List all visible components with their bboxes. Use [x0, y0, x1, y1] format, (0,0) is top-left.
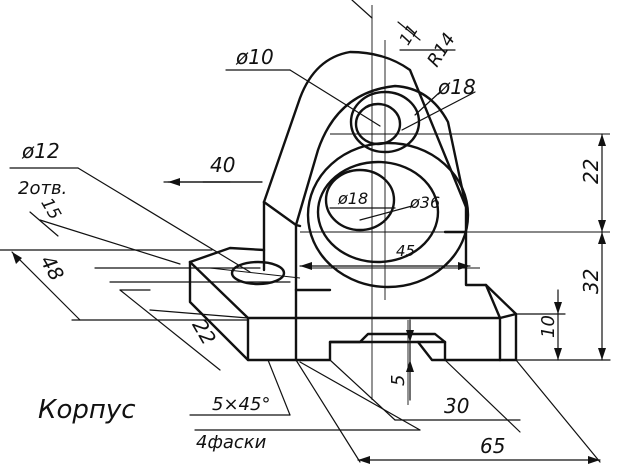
- dimension-labels: ø10 R14 11 ø18 ø12 2отв. 40 15 48 22 ø18…: [18, 21, 603, 458]
- label-d12: ø12: [21, 139, 60, 163]
- center-lines: [209, 5, 610, 405]
- label-v65: 65: [480, 434, 505, 458]
- label-v32: 32: [579, 269, 603, 294]
- label-v45: 45: [396, 242, 415, 260]
- label-d36: ø36: [409, 193, 440, 212]
- label-d18-top: ø18: [437, 75, 476, 99]
- label-v22-right: 22: [579, 159, 603, 184]
- label-v11: 11: [395, 21, 422, 48]
- label-chamfer-count: 4фаски: [196, 432, 267, 453]
- label-d18-mid: ø18: [337, 189, 368, 208]
- hole-d12: [230, 260, 286, 286]
- dimension-lines: [0, 0, 611, 464]
- label-chamfer: 5×45°: [212, 394, 270, 415]
- label-holes: 2отв.: [18, 178, 67, 199]
- bore-d36: [316, 160, 440, 264]
- bore-d10: [354, 102, 402, 146]
- label-v30: 30: [444, 394, 469, 418]
- drawing-title: Корпус: [38, 395, 136, 425]
- label-v40: 40: [210, 153, 235, 177]
- label-v5: 5: [388, 375, 409, 386]
- bore-d18-mid: [324, 168, 396, 232]
- label-d10: ø10: [235, 45, 274, 69]
- label-v10: 10: [538, 315, 559, 338]
